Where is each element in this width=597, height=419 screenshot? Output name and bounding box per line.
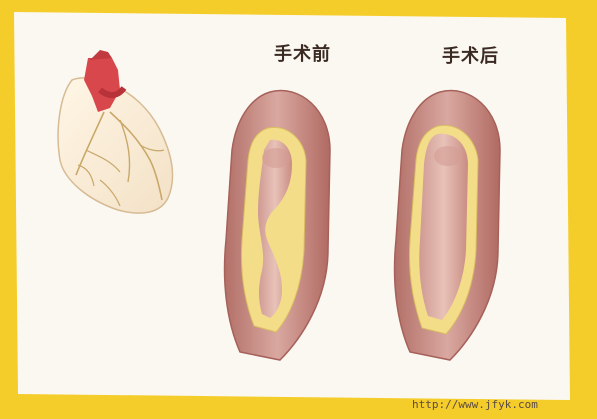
watermark-url: http://www.jfyk.com: [412, 398, 538, 411]
label-before-surgery: 手术前: [274, 40, 331, 66]
label-after-surgery: 手术后: [442, 42, 499, 68]
